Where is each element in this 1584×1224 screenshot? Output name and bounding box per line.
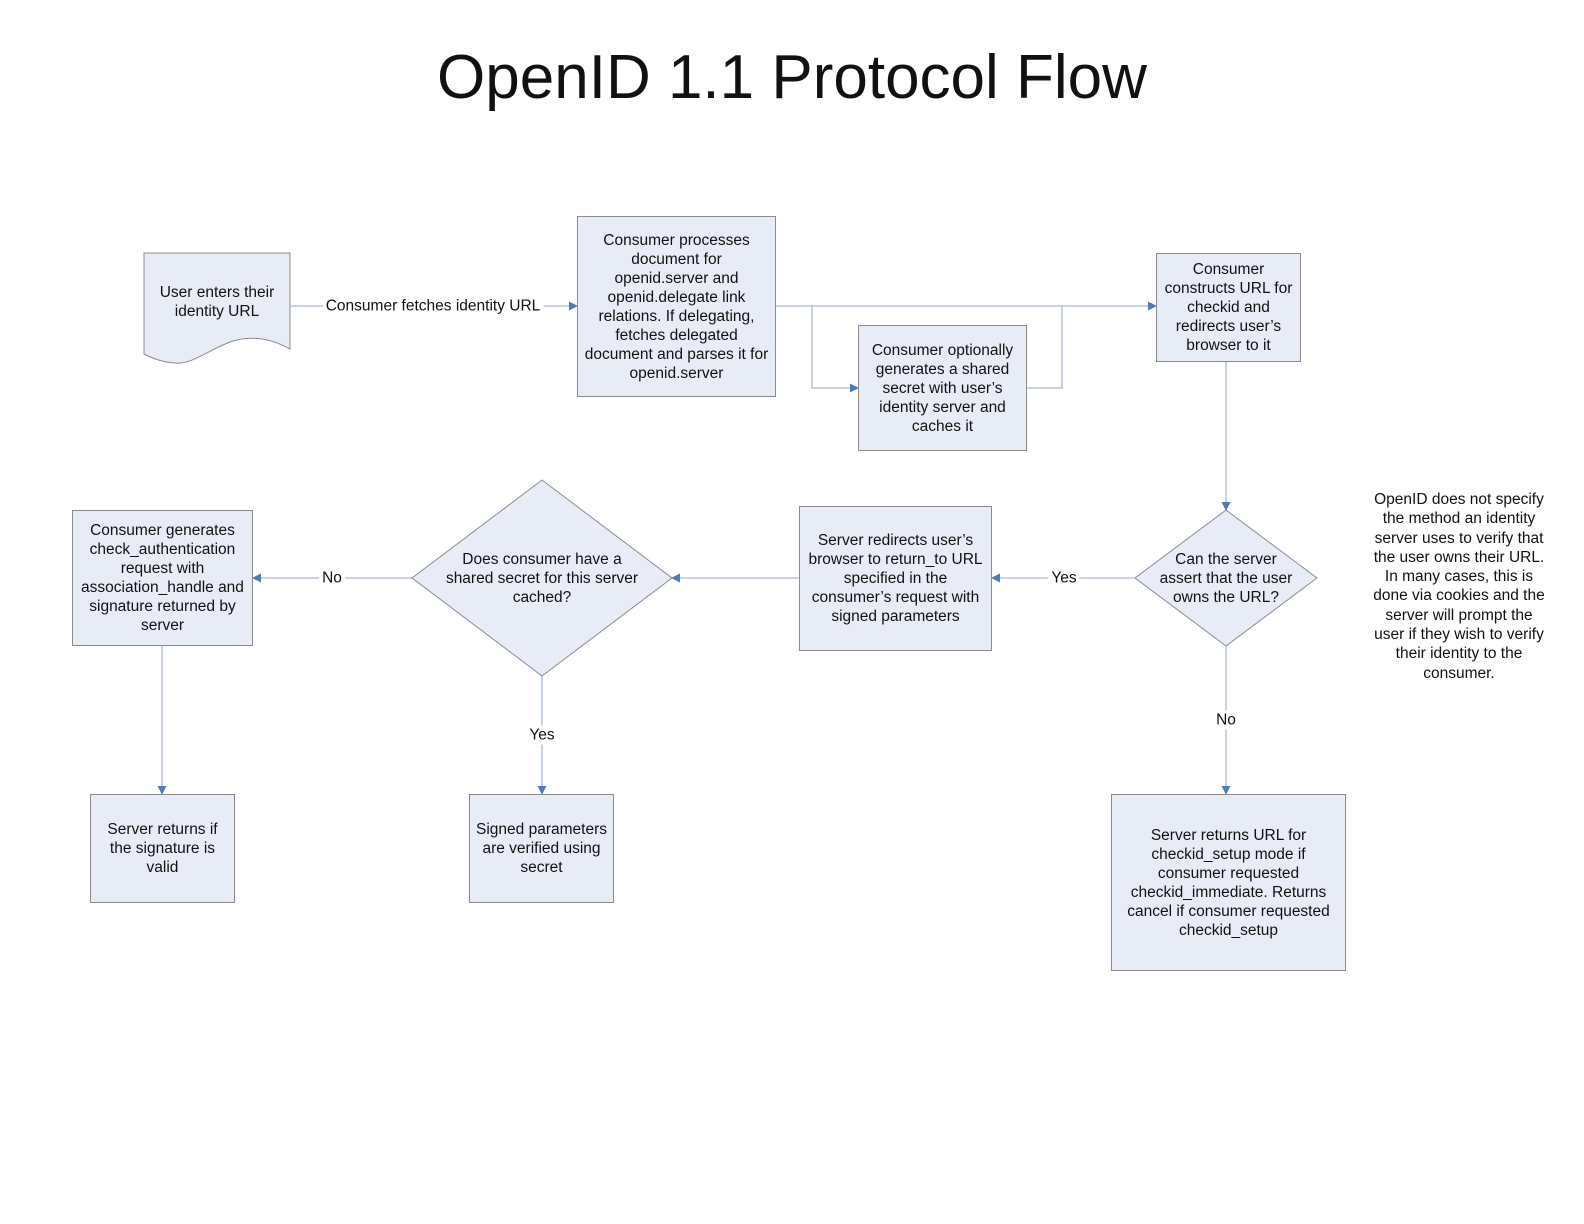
server-redirects-text: Server redirects user’s browser to retur…: [808, 532, 983, 625]
consumer-processes-text: Consumer processes document for openid.s…: [584, 231, 769, 382]
user-enters-identity-node: User enters their identity URL: [144, 253, 290, 363]
optional-shared-secret-node: Consumer optionally generates a shared s…: [858, 325, 1027, 451]
constructs-url-node: Consumer constructs URL for checkid and …: [1156, 253, 1301, 362]
can-server-assert-text: Can the server assert that the user owns…: [1159, 550, 1293, 606]
edge-optional-secret-to-constructs: [1027, 306, 1063, 389]
signature-valid-text: Server returns if the signature is valid: [107, 821, 218, 876]
user-enters-document-shape: [143, 252, 291, 364]
does-consumer-have-secret-text: Does consumer have a shared secret for t…: [445, 550, 639, 606]
signature-valid-node: Server returns if the signature is valid: [90, 794, 235, 903]
assert-no-label: No: [1213, 710, 1239, 730]
can-server-assert-decision: Can the server assert that the user owns…: [1135, 510, 1317, 646]
check-authentication-text: Consumer generates check_authentication …: [81, 522, 244, 634]
diagram-title: OpenID 1.1 Protocol Flow: [437, 43, 1147, 112]
edge-processes-to-optional-secret: [811, 306, 859, 393]
signed-params-verified-text: Signed parameters are verified using sec…: [476, 821, 607, 876]
checkid-setup-text: Server returns URL for checkid_setup mod…: [1127, 826, 1330, 939]
assert-yes-label: Yes: [1048, 568, 1080, 588]
user-enters-identity-text: User enters their identity URL: [159, 284, 275, 320]
constructs-url-text: Consumer constructs URL for checkid and …: [1164, 261, 1293, 354]
signed-params-verified-node: Signed parameters are verified using sec…: [469, 794, 614, 903]
check-authentication-node: Consumer generates check_authentication …: [72, 510, 253, 646]
checkid-setup-node: Server returns URL for checkid_setup mod…: [1111, 794, 1346, 971]
server-redirects-node: Server redirects user’s browser to retur…: [799, 506, 992, 651]
optional-shared-secret-text: Consumer optionally generates a shared s…: [871, 341, 1014, 435]
fetch-edge-label: Consumer fetches identity URL: [322, 296, 544, 316]
consumer-processes-node: Consumer processes document for openid.s…: [577, 216, 776, 397]
secret-no-label: No: [319, 568, 345, 588]
secret-yes-label: Yes: [526, 725, 558, 745]
identity-verification-note: OpenID does not specify the method an id…: [1373, 491, 1545, 682]
does-consumer-have-secret-decision: Does consumer have a shared secret for t…: [412, 480, 672, 676]
